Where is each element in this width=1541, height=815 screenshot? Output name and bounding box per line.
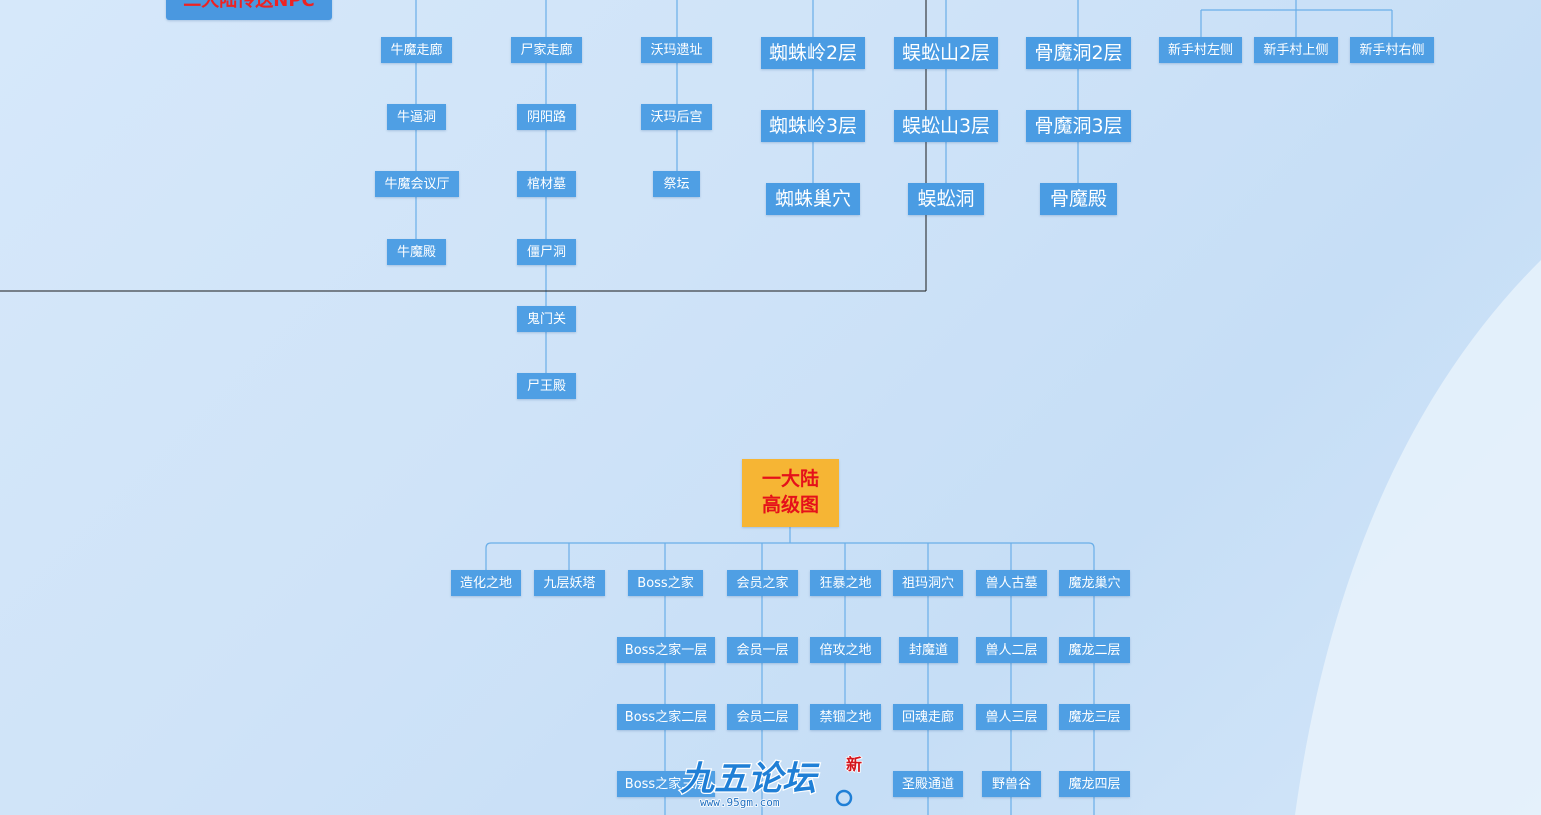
map-node-huiyuan-3[interactable]: 会员二层 bbox=[727, 704, 798, 730]
map-node-zuma-3[interactable]: 回魂走廊 bbox=[893, 704, 963, 730]
map-node-niumo-3[interactable]: 牛魔会议厅 bbox=[375, 171, 459, 197]
map-node-xinshou-2[interactable]: 新手村上侧 bbox=[1254, 37, 1338, 63]
connector-root-bar bbox=[485, 542, 1095, 570]
map-node-gumo-1[interactable]: 骨魔洞2层 bbox=[1026, 37, 1131, 69]
map-node-shouren-2[interactable]: 兽人二层 bbox=[976, 637, 1047, 663]
map-node-kuangbao-2[interactable]: 倍攻之地 bbox=[810, 637, 881, 663]
map-node-woma-2[interactable]: 沃玛后宫 bbox=[641, 104, 712, 130]
map-node-molong-2[interactable]: 魔龙二层 bbox=[1059, 637, 1130, 663]
map-node-xinshou-1[interactable]: 新手村左侧 bbox=[1159, 37, 1242, 63]
map-node-xinshou-3[interactable]: 新手村右侧 bbox=[1350, 37, 1434, 63]
map-node-shouren-4[interactable]: 野兽谷 bbox=[982, 771, 1041, 797]
map-node-gumo-3[interactable]: 骨魔殿 bbox=[1040, 183, 1117, 215]
map-node-zuma-2[interactable]: 封魔道 bbox=[899, 637, 958, 663]
map-node-wugong-3[interactable]: 蜈蚣洞 bbox=[908, 183, 984, 215]
map-node-zuma-1[interactable]: 祖玛洞穴 bbox=[893, 570, 963, 596]
map-node-boss-2[interactable]: Boss之家一层 bbox=[617, 637, 715, 663]
map-node-woma-1[interactable]: 沃玛遗址 bbox=[641, 37, 712, 63]
map-node-gumo-2[interactable]: 骨魔洞3层 bbox=[1026, 110, 1131, 142]
map-node-molong-1[interactable]: 魔龙巢穴 bbox=[1059, 570, 1130, 596]
map-node-niumo-1[interactable]: 牛魔走廊 bbox=[381, 37, 452, 63]
root-line-2: 高级图 bbox=[761, 494, 819, 516]
map-node-kuangbao-3[interactable]: 禁锢之地 bbox=[810, 704, 881, 730]
map-node-zhizhu-2[interactable]: 蜘蛛岭3层 bbox=[761, 110, 865, 142]
map-node-shouren-1[interactable]: 兽人古墓 bbox=[976, 570, 1047, 596]
map-node-boss-3[interactable]: Boss之家二层 bbox=[617, 704, 715, 730]
map-node-woma-3[interactable]: 祭坛 bbox=[653, 171, 700, 197]
map-node-zuma-4[interactable]: 圣殿通道 bbox=[893, 771, 963, 797]
root-line-1: 一大陆 bbox=[761, 468, 819, 491]
map-node-huiyuan-2[interactable]: 会员一层 bbox=[727, 637, 798, 663]
map-node-boss-1[interactable]: Boss之家 bbox=[628, 570, 703, 596]
map-node-zaohua-1[interactable]: 造化之地 bbox=[451, 570, 521, 596]
map-node-shijia-4[interactable]: 僵尸洞 bbox=[517, 239, 576, 265]
map-node-niumo-2[interactable]: 牛逼洞 bbox=[387, 104, 446, 130]
map-node-zhizhu-1[interactable]: 蜘蛛岭2层 bbox=[761, 37, 865, 69]
map-node-shijia-2[interactable]: 阴阳路 bbox=[517, 104, 576, 130]
map-node-huiyuan-1[interactable]: 会员之家 bbox=[727, 570, 798, 596]
map-node-jiuceng-1[interactable]: 九层妖塔 bbox=[534, 570, 605, 596]
map-node-shijia-5[interactable]: 鬼门关 bbox=[517, 306, 576, 332]
map-node-wugong-2[interactable]: 蜈蚣山3层 bbox=[894, 110, 998, 142]
map-node-shouren-3[interactable]: 兽人三层 bbox=[976, 704, 1047, 730]
map-node-molong-4[interactable]: 魔龙四层 bbox=[1059, 771, 1130, 797]
partial-header-node: 二大陆传送NPC bbox=[166, 0, 332, 20]
map-node-shijia-1[interactable]: 尸家走廊 bbox=[511, 37, 582, 63]
map-node-shijia-3[interactable]: 棺材墓 bbox=[517, 171, 576, 197]
map-node-wugong-1[interactable]: 蜈蚣山2层 bbox=[894, 37, 998, 69]
map-node-boss-4[interactable]: Boss之家三层 bbox=[617, 771, 715, 797]
map-node-zhizhu-3[interactable]: 蜘蛛巢穴 bbox=[766, 183, 860, 215]
root-node-high-level-map[interactable]: 一大陆 高级图 bbox=[742, 459, 839, 527]
map-node-shijia-6[interactable]: 尸王殿 bbox=[517, 373, 576, 399]
map-node-niumo-4[interactable]: 牛魔殿 bbox=[387, 239, 446, 265]
map-node-kuangbao-1[interactable]: 狂暴之地 bbox=[810, 570, 881, 596]
map-node-molong-3[interactable]: 魔龙三层 bbox=[1059, 704, 1130, 730]
